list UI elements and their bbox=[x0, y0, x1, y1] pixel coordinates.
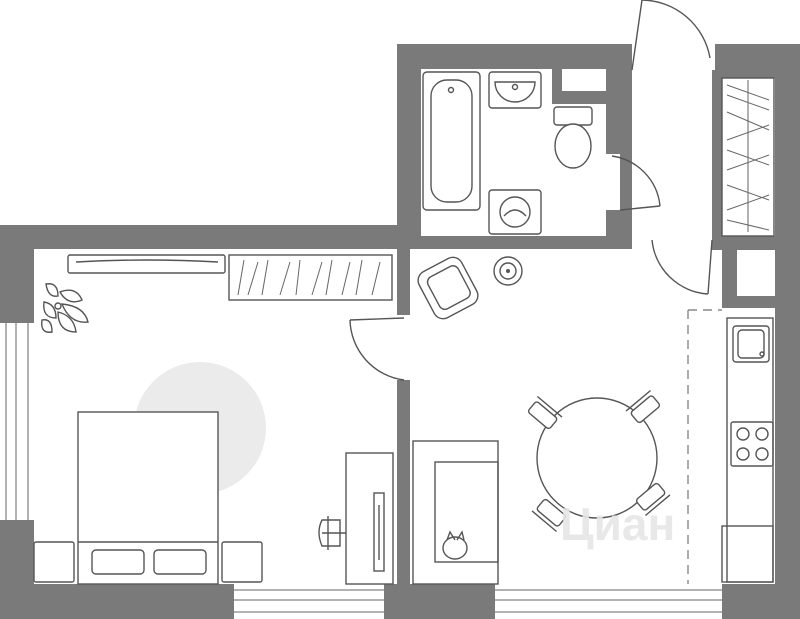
bathroom-right-wall-upper bbox=[606, 44, 632, 154]
bathroom-door bbox=[606, 154, 661, 211]
sofa bbox=[412, 440, 499, 585]
armchair bbox=[417, 256, 479, 320]
nightstand-right bbox=[221, 541, 263, 583]
sink bbox=[488, 71, 542, 109]
desk bbox=[345, 452, 394, 585]
interior-walls bbox=[397, 44, 800, 619]
nightstand-left bbox=[33, 541, 75, 583]
corridor-door bbox=[651, 236, 713, 295]
dining-chair bbox=[527, 395, 563, 430]
dining-chair bbox=[531, 498, 567, 533]
bathtub bbox=[422, 71, 481, 211]
utility-niche bbox=[737, 250, 775, 296]
kitchen-cabinet bbox=[721, 525, 774, 583]
niche-left-wall bbox=[722, 250, 737, 300]
cat-icon bbox=[442, 530, 468, 560]
toilet bbox=[553, 106, 593, 169]
bathroom-bottom-wall bbox=[397, 236, 617, 249]
plant-icon bbox=[41, 283, 89, 333]
dining-chair bbox=[625, 389, 661, 424]
desk-chair bbox=[318, 516, 346, 550]
bath-upper-niche-bottom bbox=[552, 91, 606, 104]
bath-upper-niche bbox=[562, 69, 606, 91]
niche-bottom-wall bbox=[722, 296, 800, 308]
kitchen-counter bbox=[721, 317, 774, 583]
windows bbox=[0, 323, 722, 619]
bathroom-right-wall-lower bbox=[606, 210, 620, 249]
double-bed bbox=[77, 411, 219, 585]
kitchen-top-wall bbox=[712, 236, 800, 250]
window-living-bottom bbox=[495, 584, 722, 619]
washing-machine bbox=[488, 189, 542, 235]
hall-furniture bbox=[417, 256, 523, 320]
bedroom-furniture bbox=[33, 254, 394, 585]
bedroom-door bbox=[349, 315, 410, 381]
cooktop bbox=[730, 421, 774, 467]
bath-upper-niche-wall bbox=[552, 69, 562, 91]
robot-vacuum bbox=[493, 256, 523, 286]
watermark: Циан bbox=[560, 498, 675, 550]
entry-corridor-floor bbox=[632, 70, 712, 249]
entrance-door bbox=[631, 0, 712, 71]
shelf-unit bbox=[67, 254, 393, 301]
window-left bbox=[0, 323, 34, 520]
bedroom-hall-wall-lower bbox=[397, 380, 410, 619]
doors bbox=[349, 0, 713, 381]
bathroom-fixtures bbox=[422, 71, 593, 235]
window-bedroom-bottom bbox=[234, 584, 384, 619]
kitchen-sink bbox=[732, 325, 770, 363]
living-furniture: Циан bbox=[412, 309, 774, 585]
wardrobe-left-wall bbox=[712, 70, 722, 249]
wardrobe bbox=[721, 77, 775, 237]
dining-set bbox=[527, 389, 671, 533]
dining-chair bbox=[635, 482, 671, 517]
